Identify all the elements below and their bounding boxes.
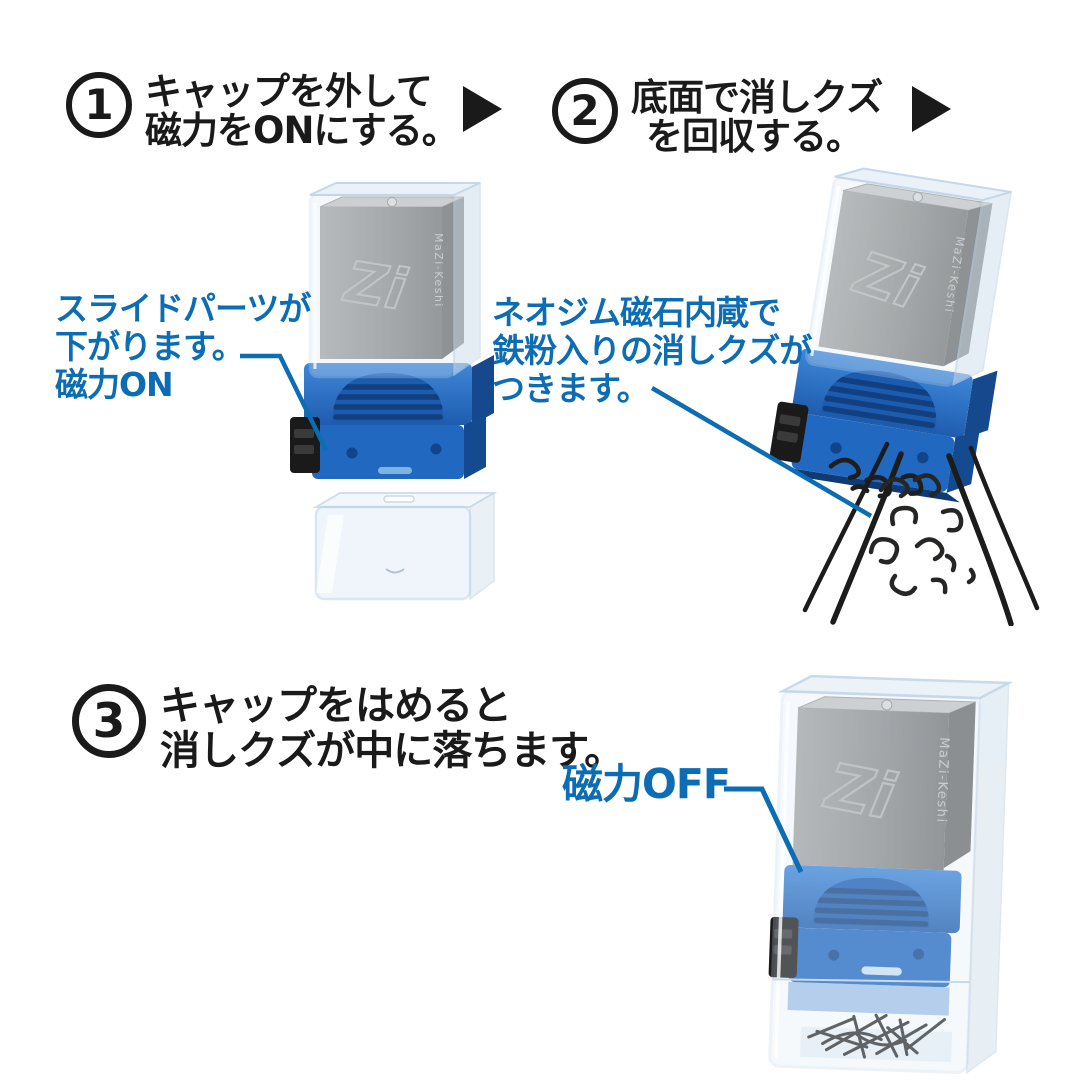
base-reflection [787,981,950,1016]
battery-body: Zi MaZi-Keshi [792,696,976,871]
battery-body: Zi MaZi-Keshi [319,196,465,359]
step-1-header: 1 キャップを外して 磁力をONにする。 [66,70,459,152]
motion-lines [802,441,1040,626]
step-2-header: 2 底面で消しクズ を回収する。 [552,76,883,158]
magnet-note: ネオジム磁石内蔵で 鉄粉入りの消しクズが つきます。 [492,293,812,408]
arrow-right-icon [912,86,951,132]
step-3-number-badge: 3 [72,684,146,758]
step-3-line-1: キャップをはめると [160,683,512,729]
step-1-line-1: キャップを外して [145,70,433,113]
device-step-2-art: Zi MaZi-Keshi [769,167,1013,503]
logo-text: Zi [819,749,902,834]
step-3-text: キャップをはめると 消しクズが中に落ちます。 [160,683,624,774]
clear-top-shell [308,181,481,379]
brand-text: MaZi-Keshi [933,737,951,824]
collected-debris [799,1013,953,1063]
magnet-off-note: 磁力OFF [562,760,731,808]
logo-text: Zi [339,249,411,323]
vent-grill [814,887,930,927]
step-2-number-badge: 2 [552,78,618,144]
slide-note-line-1: スライドパーツが [55,289,311,328]
device-step-1: Zi MaZi-Keshi [290,181,498,601]
battery-terminal [387,197,397,207]
slide-note: スライドパーツが 下がります。 磁力ON [55,289,311,404]
step-3-line-2: 消しクズが中に落ちます。 [160,728,624,774]
brand-text: MaZi-Keshi [432,233,445,308]
clear-full-shell [768,674,1014,1075]
step-2-line-2: を回収する。 [646,115,863,158]
step-1-line-2: 磁力をONにする。 [145,109,459,152]
blue-collar [782,864,962,934]
slide-switch [290,417,320,473]
magnet-note-line-2: 鉄粉入りの消しクズが [492,331,812,370]
device-step-3-art: Zi MaZi-Keshi [768,674,1014,1075]
clear-cap [312,491,498,601]
step-3-header: 3 キャップをはめると 消しクズが中に落ちます。 [72,683,624,774]
clear-top-shell [805,167,1013,387]
slide-note-line-2: 下がります。 [55,327,245,366]
blue-collar [304,355,494,425]
magnet-off-label: 磁力OFF [562,760,731,808]
arrow-right-icon [463,86,502,132]
blue-base [312,415,486,479]
magnet-note-line-3: つきます。 [492,369,650,408]
step-2-text: 底面で消しクズ を回収する。 [631,76,883,158]
step-1-number-badge: 1 [66,72,132,138]
device-step-3: Zi MaZi-Keshi [755,661,1032,1080]
debris-collection-scene [802,441,1040,626]
cap-seam [772,978,970,984]
battery-body: Zi MaZi-Keshi [818,183,993,367]
vent-grill [333,384,443,420]
step-1-text: キャップを外して 磁力をONにする。 [145,70,459,152]
blue-base [787,927,952,1016]
step-2-line-1: 底面で消しクズ [631,76,883,119]
eraser-debris [868,473,976,597]
device-step-2: Zi MaZi-Keshi [763,153,1031,521]
magnet-note-line-1: ネオジム磁石内蔵で [492,293,781,332]
slide-note-line-3: 磁力ON [55,365,174,404]
